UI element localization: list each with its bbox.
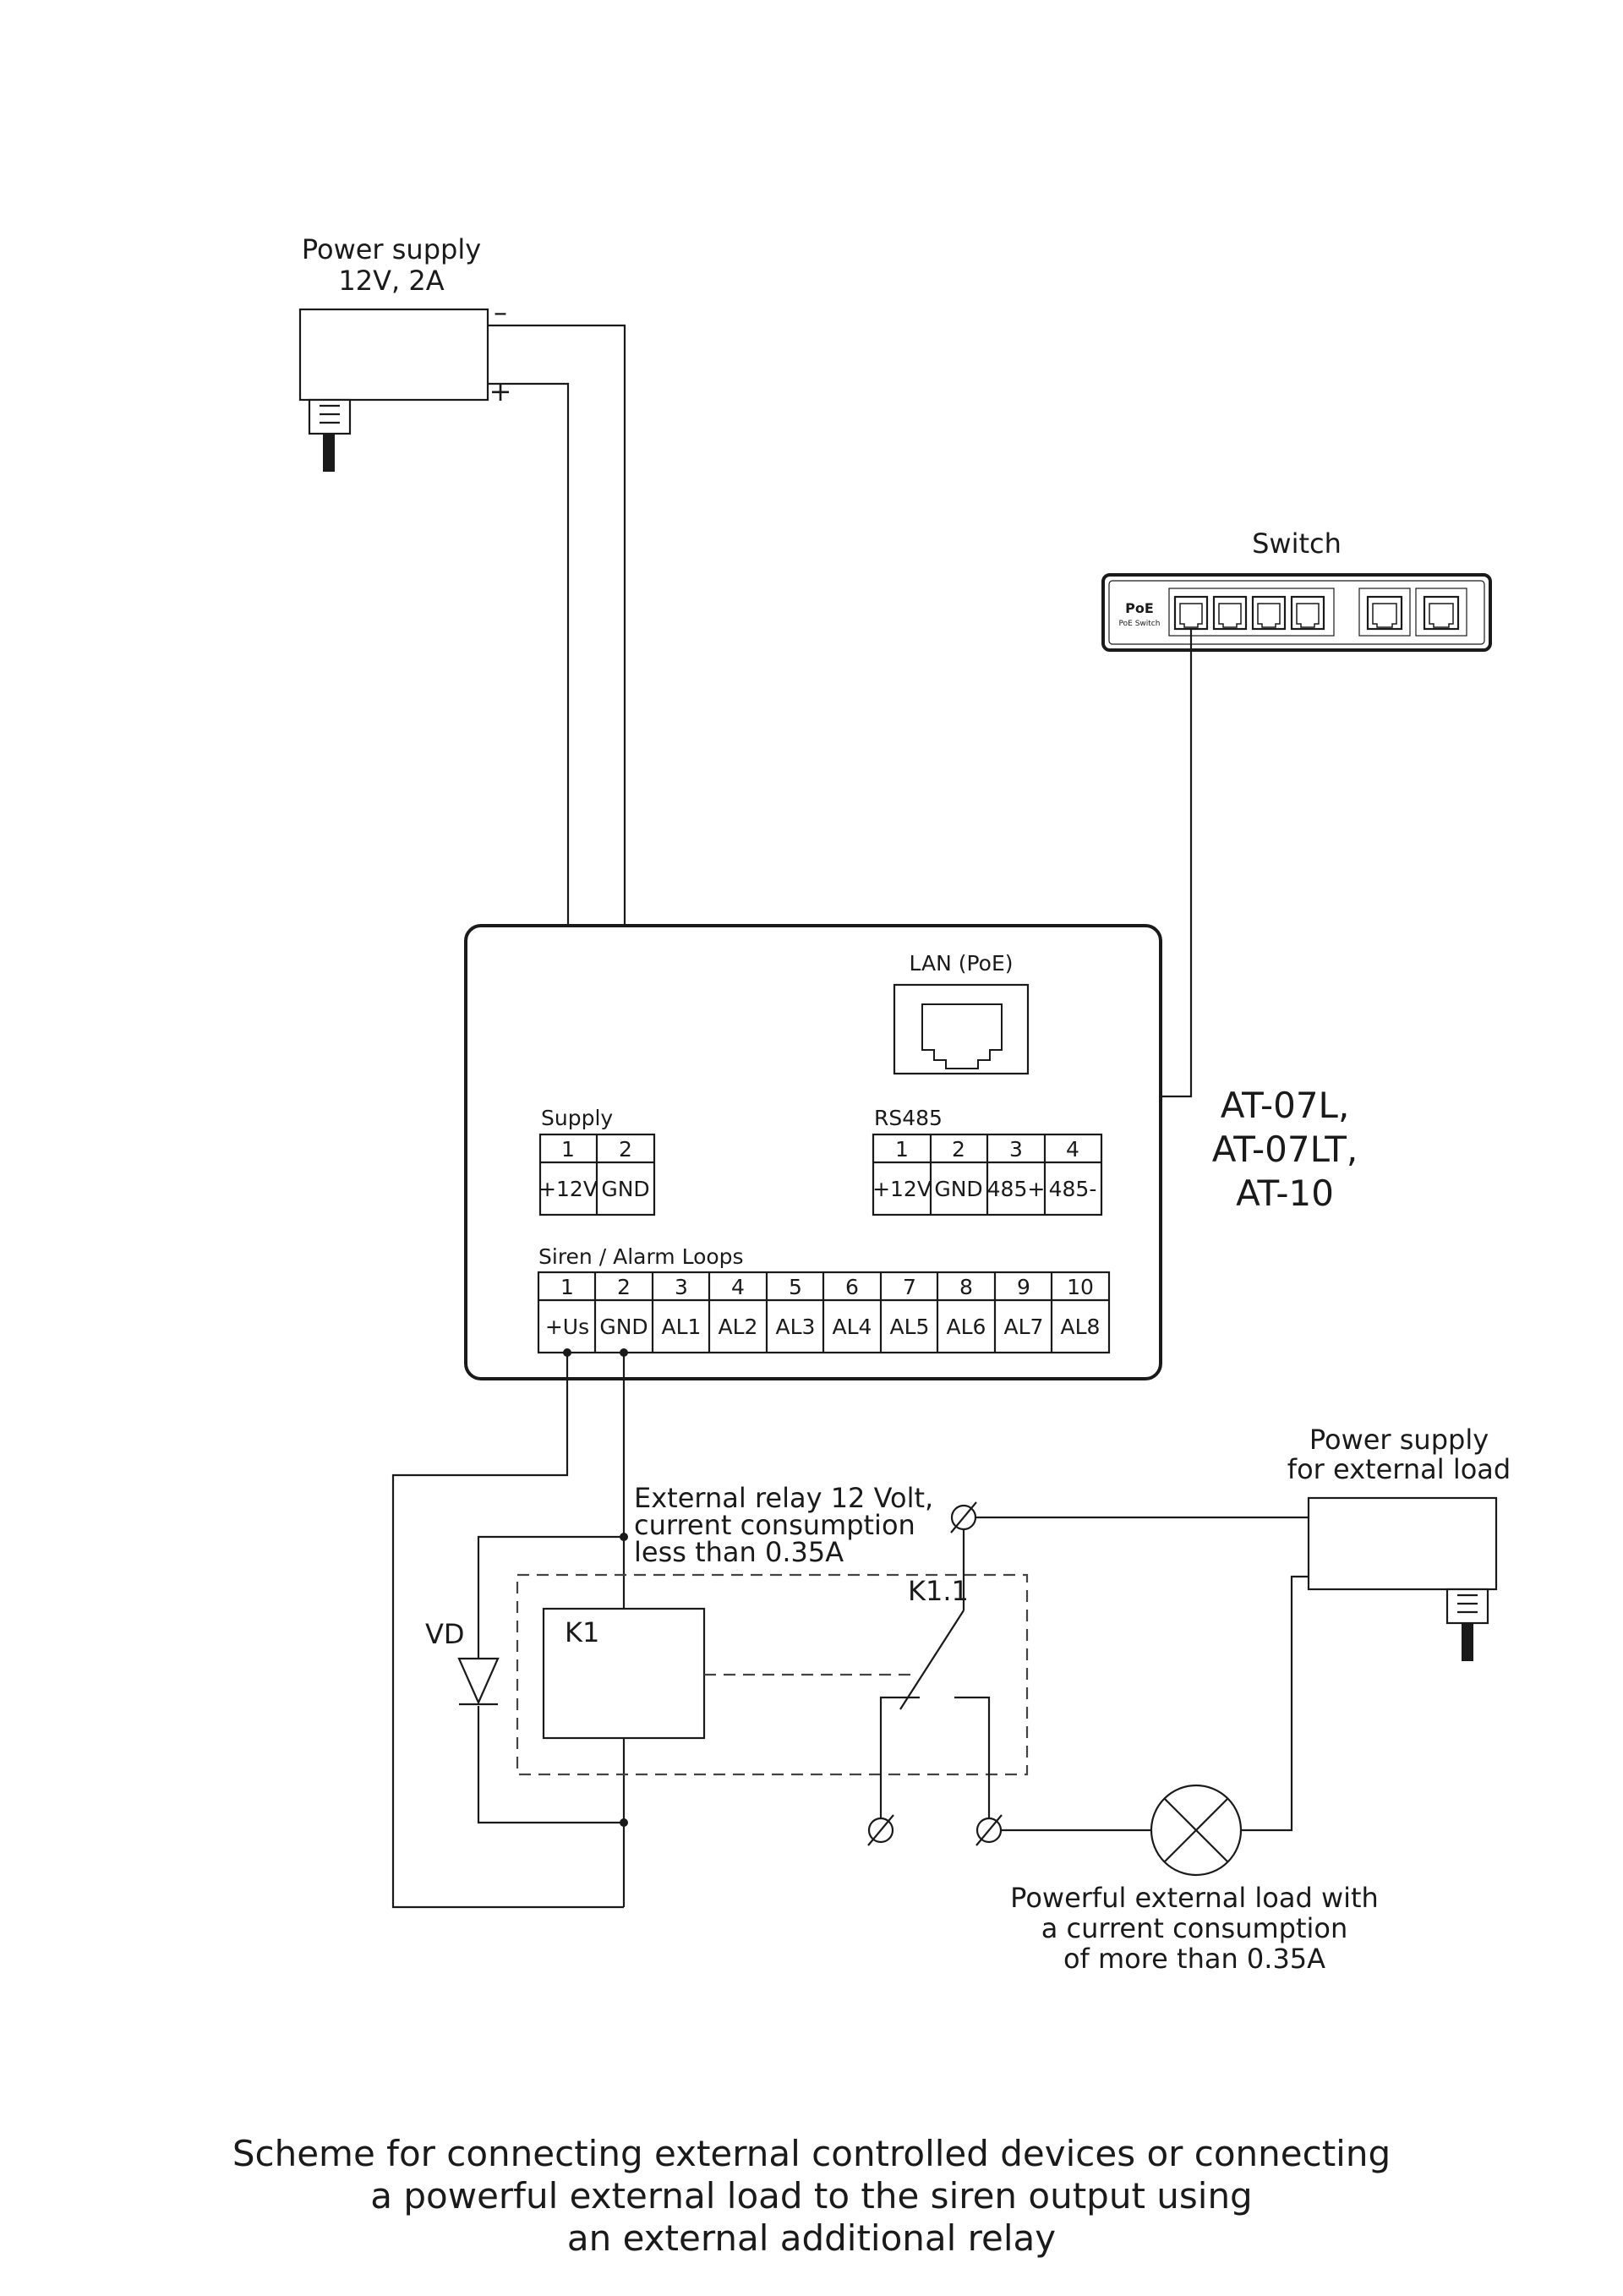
minus-terminal-label: – (494, 296, 507, 328)
power-supply-title: Power supply (302, 233, 481, 265)
rs485-pin-number: 2 (952, 1137, 965, 1162)
model-name-2: AT-07LT, (1212, 1129, 1358, 1170)
siren-pin-signal: AL1 (662, 1315, 702, 1339)
supply-pin-number: 2 (619, 1137, 632, 1162)
siren-pin-number: 2 (617, 1275, 631, 1299)
siren-pin-signal: GND (599, 1315, 648, 1339)
rs485-label: RS485 (874, 1106, 943, 1130)
terminal-contact-nc[interactable] (867, 1814, 894, 1846)
lan-port[interactable]: LAN (PoE) (893, 951, 1030, 1075)
siren-pin-signal: AL2 (719, 1315, 758, 1339)
siren-pin-signal: AL3 (776, 1315, 816, 1339)
load-supply-plug-pin (1462, 1623, 1473, 1661)
switch-uplink-port-1[interactable] (1366, 595, 1403, 631)
diode-vd (457, 1657, 500, 1706)
supply-pin-number: 1 (561, 1137, 575, 1162)
switch-port-1[interactable] (1173, 595, 1209, 631)
siren-pin-number: 6 (845, 1275, 859, 1299)
load-supply-body (1307, 1496, 1498, 1591)
siren-pin-signal: AL4 (833, 1315, 872, 1339)
wire-plus-us (391, 1353, 624, 1909)
power-plug-pin (323, 434, 335, 472)
siren-pin-number: 5 (789, 1275, 802, 1299)
rs485-pin-signal: 485+ (987, 1177, 1046, 1201)
siren-pin-number: 9 (1017, 1275, 1030, 1299)
model-name-3: AT-10 (1236, 1173, 1334, 1214)
load-description-line-2: a current consumption (1041, 1912, 1348, 1944)
switch-subtitle: PoE Switch (1119, 620, 1161, 628)
power-supply-rating: 12V, 2A (338, 265, 444, 297)
contact-nc-lead (879, 1696, 920, 1830)
plus-terminal-label: + (489, 375, 512, 407)
supply-pin-signal: GND (601, 1177, 649, 1201)
siren-pin-number: 3 (675, 1275, 688, 1299)
terminal-contact-no[interactable] (975, 1814, 1003, 1846)
lan-port-label: LAN (PoE) (909, 951, 1013, 976)
rs485-pin-number: 4 (1066, 1137, 1079, 1162)
wire-lamp-return (1241, 1575, 1309, 1832)
siren-terminal-block: Siren / Alarm Loops 1 2 3 4 5 6 7 8 9 10… (537, 1244, 1111, 1354)
rs485-pin-number: 3 (1009, 1137, 1023, 1162)
relay-description-line-1: External relay 12 Volt, (634, 1482, 933, 1514)
relay-coil-k1 (542, 1607, 706, 1740)
relay-description-line-2: current consumption (634, 1509, 915, 1541)
supply-terminal-block: Supply 1 2 +12V GND (538, 1106, 656, 1216)
poe-switch: Switch PoE PoE Switch (1101, 528, 1492, 652)
switch-brand: PoE (1125, 600, 1154, 616)
siren-pin-number: 10 (1067, 1275, 1094, 1299)
siren-pin-signal: AL7 (1004, 1315, 1044, 1339)
load-supply-title-line-2: for external load (1287, 1453, 1511, 1485)
caption-line-1: Scheme for connecting external controlle… (232, 2133, 1391, 2174)
siren-label: Siren / Alarm Loops (538, 1244, 744, 1269)
rs485-pin-signal: +12V (872, 1177, 932, 1201)
siren-pin-signal: +Us (545, 1315, 589, 1339)
diode-label: VD (425, 1618, 465, 1650)
siren-pin-signal: AL5 (890, 1315, 930, 1339)
load-supply-title-line-1: Power supply (1309, 1424, 1489, 1456)
wire-12v (488, 382, 570, 1130)
load-description-line-1: Powerful external load with (1010, 1882, 1379, 1914)
model-name-1: AT-07L, (1221, 1085, 1350, 1126)
relay-coil-label: K1 (565, 1616, 599, 1648)
siren-pin-signal: AL8 (1061, 1315, 1101, 1339)
wire-diode-top (477, 1535, 624, 1659)
siren-pin-number: 4 (731, 1275, 745, 1299)
power-supply-body (298, 308, 489, 402)
switch-uplink-port-2[interactable] (1423, 595, 1460, 631)
terminal-contact-common[interactable] (950, 1501, 977, 1533)
rs485-pin-signal: GND (934, 1177, 982, 1201)
relay-contact-label: K1.1 (908, 1575, 969, 1607)
switch-port-4[interactable] (1290, 595, 1325, 631)
switch-port-3[interactable] (1251, 595, 1287, 631)
contact-no-lead (954, 1696, 991, 1830)
relay-description-line-3: less than 0.35A (634, 1536, 844, 1568)
siren-pin-number: 8 (959, 1275, 973, 1299)
rs485-pin-signal: 485- (1049, 1177, 1097, 1201)
switch-port-2[interactable] (1212, 595, 1248, 631)
supply-pin-signal: +12V (538, 1177, 598, 1201)
caption-line-3: an external additional relay (567, 2217, 1056, 2259)
siren-pin-number: 7 (903, 1275, 916, 1299)
load-description-line-3: of more than 0.35A (1063, 1943, 1325, 1975)
power-supply-load: Power supply for external load (1287, 1424, 1511, 1661)
lamp-load (1150, 1784, 1243, 1877)
siren-pin-number: 1 (560, 1275, 574, 1299)
rs485-terminal-block: RS485 1 2 3 4 +12V GND 485+ 485- (872, 1106, 1103, 1216)
contact-blade (899, 1610, 965, 1710)
power-supply-top: Power supply 12V, 2A – + (298, 233, 512, 472)
rs485-pin-number: 1 (895, 1137, 909, 1162)
switch-title: Switch (1252, 528, 1342, 560)
caption-line-2: a powerful external load to the siren ou… (370, 2175, 1252, 2217)
relay-enclosure (516, 1573, 1029, 1776)
wire-diode-bottom (477, 1706, 624, 1824)
wire-gnd (488, 324, 626, 1130)
siren-pin-signal: AL6 (947, 1315, 986, 1339)
supply-label: Supply (541, 1106, 613, 1130)
